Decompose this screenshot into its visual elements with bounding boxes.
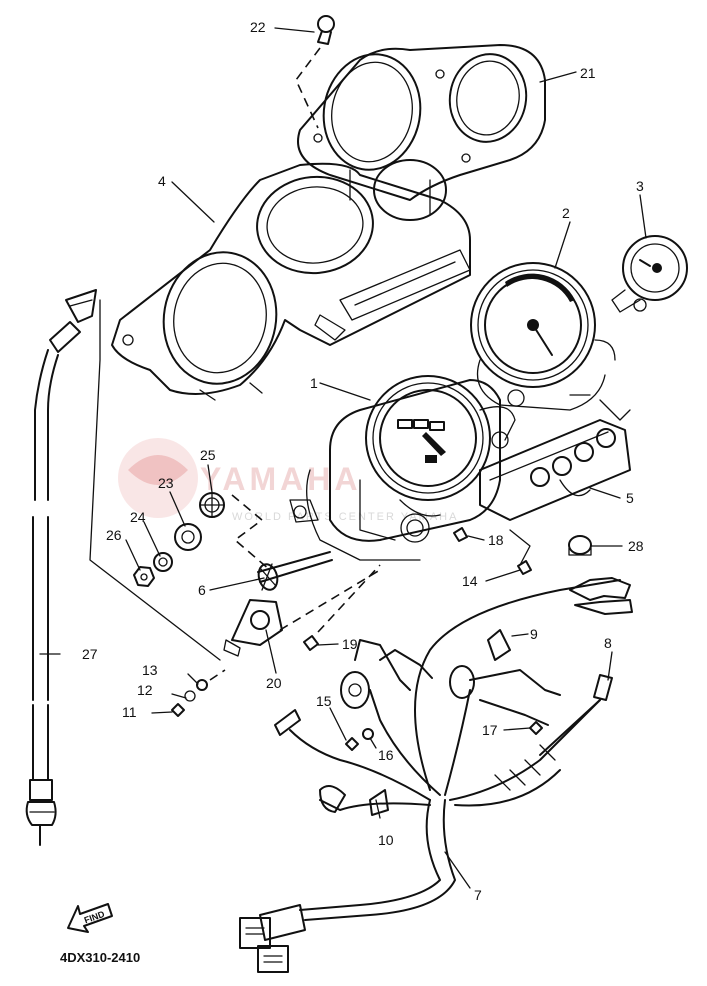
screw-19-part: [303, 564, 381, 651]
callout-23: 23: [158, 475, 174, 491]
callout-28: 28: [628, 538, 644, 554]
callout-11: 11: [122, 704, 137, 720]
callout-5: 5: [626, 490, 634, 506]
callout-17: 17: [482, 722, 498, 738]
callout-22: 22: [250, 19, 266, 35]
callout-14: 14: [462, 573, 478, 589]
callout-labels: 22 21 3 2 4 1 5 28 6 18 14 19 20 13 12 1…: [82, 19, 644, 903]
tachometer-part: [470, 262, 616, 411]
callout-3: 3: [636, 178, 644, 194]
bulb-cap-28-part: [568, 535, 592, 556]
indicator-panel-part: [479, 399, 631, 521]
callout-2: 2: [562, 205, 570, 221]
callout-6: 6: [198, 582, 206, 598]
small-gauge-part: [611, 235, 688, 313]
callout-18: 18: [488, 532, 504, 548]
callout-15: 15: [316, 693, 332, 709]
watermark-subtext: WORLD PARTS CENTER YAMAHA: [232, 511, 458, 523]
callout-25: 25: [200, 447, 216, 463]
screws-15-17-part: [345, 721, 543, 751]
callout-21: 21: [580, 65, 596, 81]
grommet-parts: [133, 492, 271, 587]
callout-8: 8: [604, 635, 612, 651]
callout-26: 26: [106, 527, 122, 543]
drive-gear-6-part: [257, 551, 333, 591]
callout-16: 16: [378, 747, 394, 763]
callout-12: 12: [137, 682, 153, 698]
meter-case-part: [111, 159, 471, 401]
callout-1: 1: [310, 375, 318, 391]
callout-10: 10: [378, 832, 394, 848]
cable-fitting-20-part: [223, 569, 381, 657]
watermark-text: YAMAHA: [200, 461, 362, 497]
callout-13: 13: [142, 662, 158, 678]
callout-19: 19: [342, 636, 358, 652]
meter-cover-part: [297, 44, 546, 216]
callout-27: 27: [82, 646, 98, 662]
wire-harness-part: [239, 577, 633, 973]
leader-lines: [39, 27, 647, 889]
watermark: YAMAHA WORLD PARTS CENTER YAMAHA: [118, 438, 458, 523]
drawing-code: 4DX310-2410: [60, 950, 140, 965]
callout-4: 4: [158, 173, 166, 189]
fasteners-11-13-part: [171, 669, 226, 717]
screws-14-18-part: [453, 527, 532, 575]
speedometer-cable-part: [25, 289, 221, 846]
callout-20: 20: [266, 675, 282, 691]
callout-24: 24: [130, 509, 146, 525]
find-arrow-icon: FIND: [67, 903, 113, 933]
speedometer-part: [289, 375, 516, 561]
callout-9: 9: [530, 626, 538, 642]
callout-7: 7: [474, 887, 482, 903]
screw-22-part: [295, 15, 335, 129]
